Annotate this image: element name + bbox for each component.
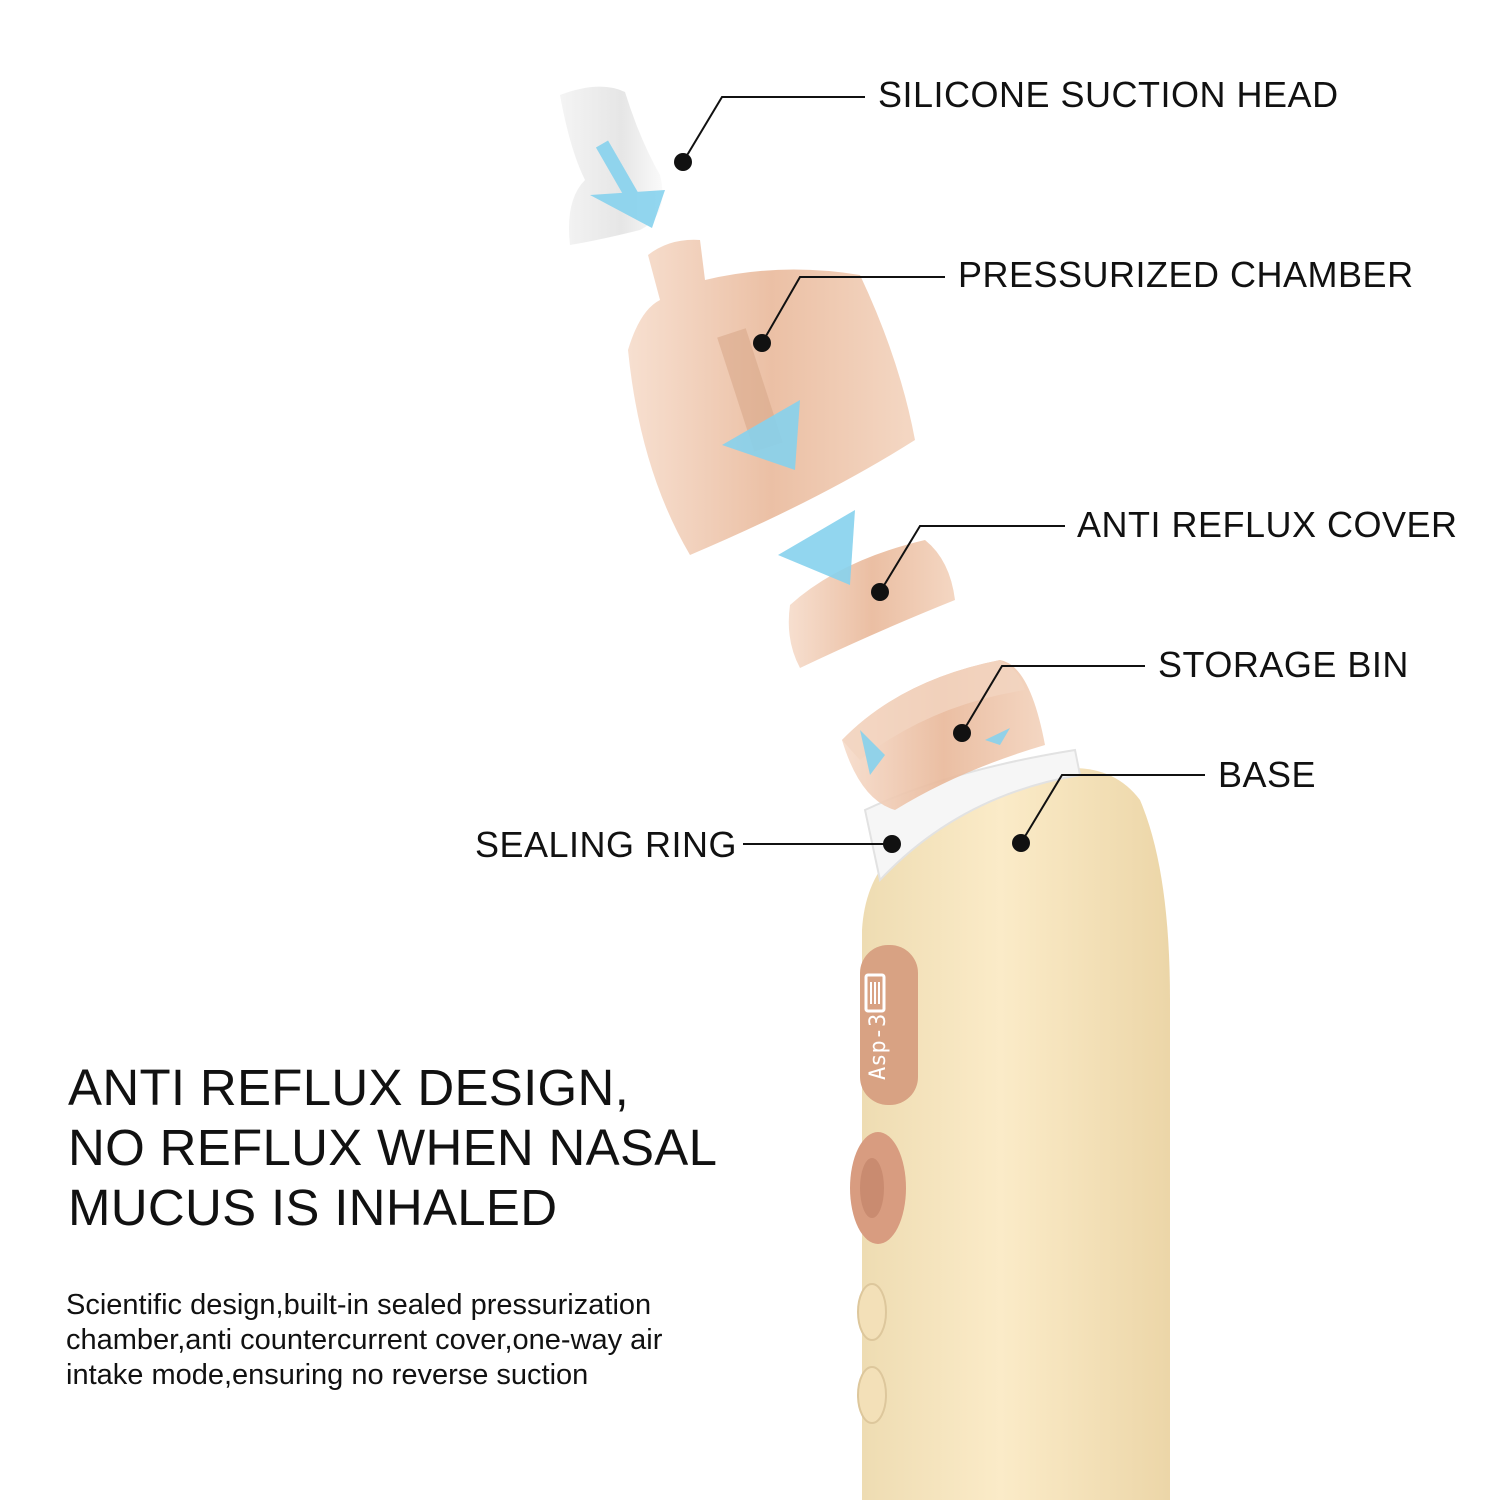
power-button-center bbox=[860, 1158, 884, 1218]
label-sealing-ring: SEALING RING bbox=[475, 824, 738, 865]
label-pressurized-chamber: PRESSURIZED CHAMBER bbox=[958, 254, 1414, 295]
music-button[interactable] bbox=[857, 1366, 887, 1424]
description-line: Scientific design,built-in sealed pressu… bbox=[66, 1289, 652, 1321]
arrow-icon bbox=[860, 730, 885, 775]
headline: ANTI REFLUX DESIGN, NO REFLUX WHEN NASAL… bbox=[68, 1058, 717, 1238]
description-line: chamber,anti countercurrent cover,one-wa… bbox=[66, 1324, 663, 1356]
headline-line: NO REFLUX WHEN NASAL bbox=[68, 1119, 718, 1176]
pressurized-chamber-part bbox=[628, 239, 915, 555]
anti-reflux-cover-part bbox=[788, 540, 955, 668]
arrow-icon bbox=[778, 510, 855, 585]
headline-line: MUCUS IS INHALED bbox=[68, 1179, 558, 1236]
airflow-arrows bbox=[590, 140, 1010, 775]
battery-full-icon bbox=[864, 973, 886, 1013]
description-line: intake mode,ensuring no reverse suction bbox=[66, 1359, 589, 1391]
arrow-icon bbox=[590, 190, 665, 228]
label-base: BASE bbox=[1218, 754, 1317, 795]
label-silicone-suction-head: SILICONE SUCTION HEAD bbox=[878, 74, 1339, 115]
label-storage-bin: STORAGE BIN bbox=[1158, 644, 1409, 685]
arrow-icon bbox=[985, 728, 1010, 745]
description: Scientific design,built-in sealed pressu… bbox=[66, 1288, 662, 1393]
mode-button[interactable] bbox=[857, 1283, 887, 1341]
storage-bin-part bbox=[842, 660, 1045, 810]
display-readout: Asp-3 bbox=[866, 1014, 891, 1080]
label-anti-reflux-cover: ANTI REFLUX COVER bbox=[1077, 504, 1458, 545]
leader-dots bbox=[674, 153, 1030, 853]
arrow-icon bbox=[722, 400, 800, 470]
headline-line: ANTI REFLUX DESIGN, bbox=[68, 1059, 630, 1116]
leader-lines bbox=[682, 96, 1205, 845]
base-part: Asp-3 bbox=[850, 768, 1170, 1500]
